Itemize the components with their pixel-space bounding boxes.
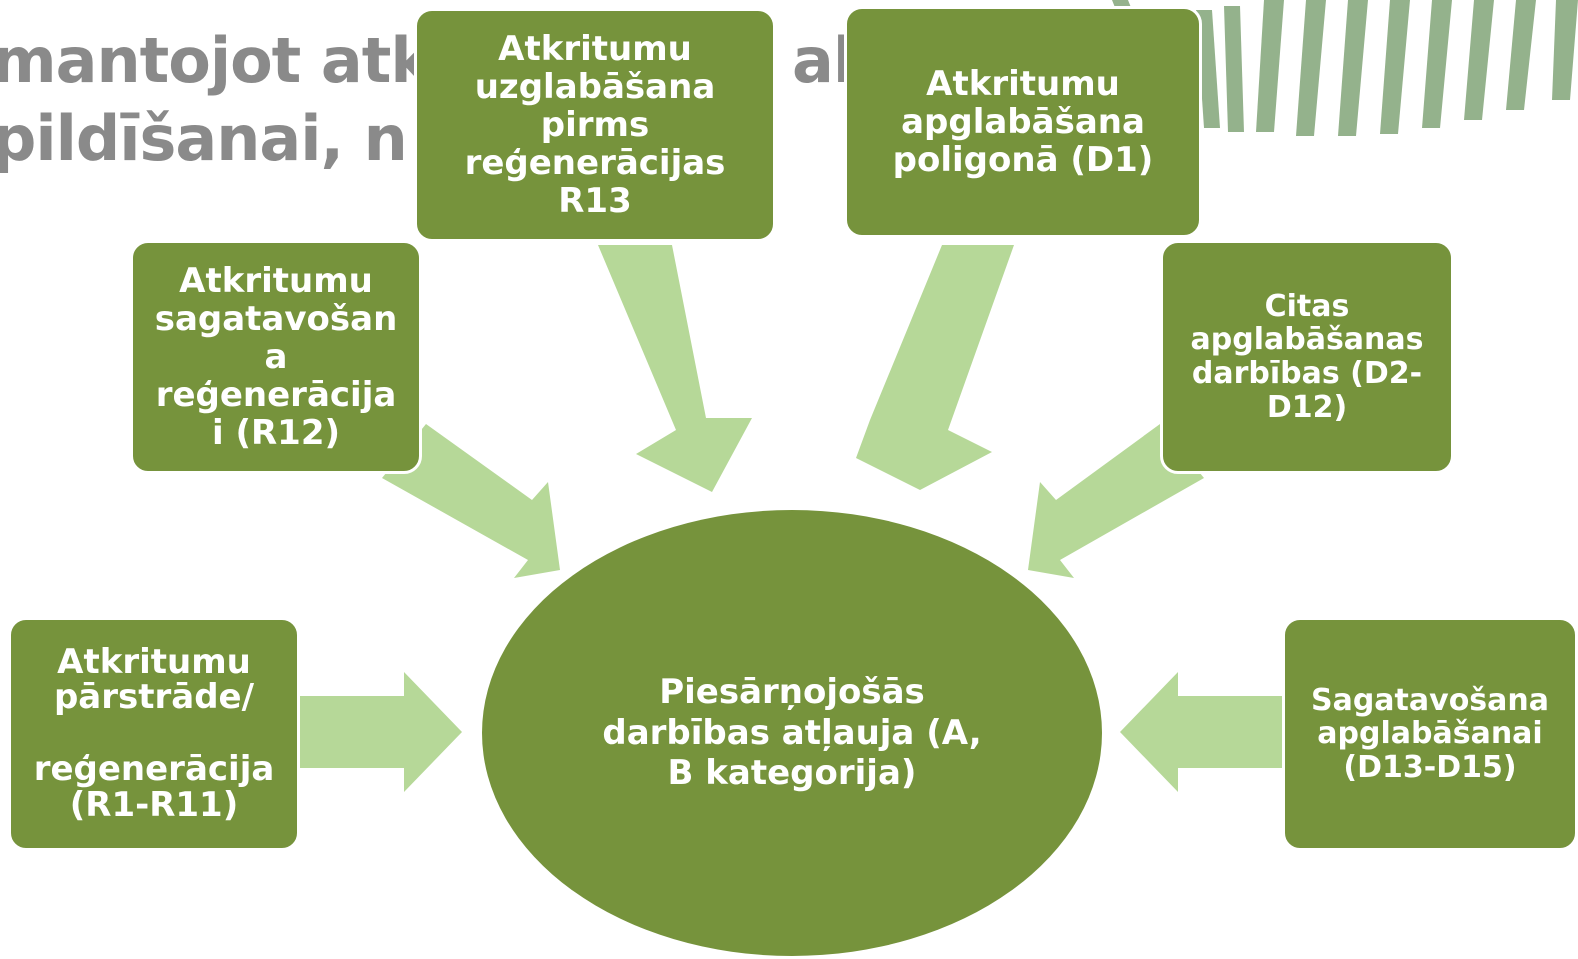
center-permit-ellipse: Piesārņojošās darbības atļauja (A, B kat… xyxy=(482,510,1102,956)
box-r13-storage: Atkritumu uzglabāšana pirms reģenerācija… xyxy=(414,8,776,242)
box-r12-preparation: Atkritumu sagatavošan a reģenerācija i (… xyxy=(130,240,422,474)
arrow-icon xyxy=(300,672,462,792)
box-d2-d12-disposal: Citas apglabāšanas darbības (D2- D12) xyxy=(1160,240,1454,474)
title-line-2: pildīšanai, n xyxy=(0,102,408,175)
box-r1-r11-recycling: Atkritumu pārstrāde/ reģenerācija (R1-R1… xyxy=(8,617,300,851)
arrow-icon xyxy=(1028,424,1204,578)
arrow-icon xyxy=(598,245,752,492)
box-d1-landfill: Atkritumu apglabāšana poligonā (D1) xyxy=(844,6,1202,238)
box-d13-d15-preparation: Sagatavošana apglabāšanai (D13-D15) xyxy=(1282,617,1578,851)
title-line-1: mantojot atkr xyxy=(0,24,461,97)
arrow-icon xyxy=(382,424,560,578)
arrow-icon xyxy=(1120,672,1282,792)
arrow-icon xyxy=(856,245,1014,490)
